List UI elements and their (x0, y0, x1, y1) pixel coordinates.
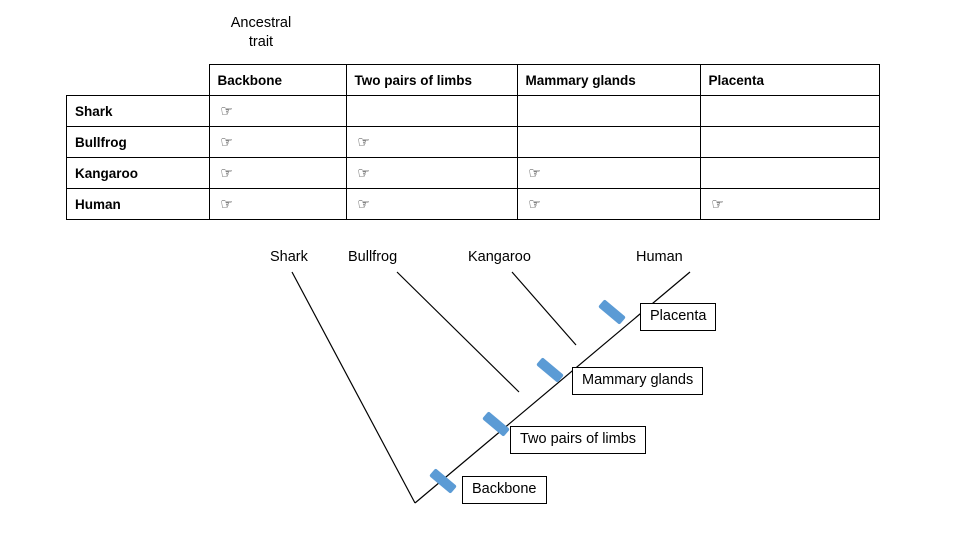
trait-cell-kangaroo-1: ☞ (345, 157, 518, 189)
trait-cell-shark-3 (699, 95, 880, 127)
table-row: Shark ☞ (66, 95, 880, 127)
trait-matrix-body: Shark☞Bullfrog☞☞Kangaroo☞☞☞Human☞☞☞☞ (66, 95, 880, 220)
trait-cell-bullfrog-3 (699, 126, 880, 158)
trait-cell-human-3: ☞ (699, 188, 880, 220)
trait-cell-bullfrog-0: ☞ (208, 126, 347, 158)
table-row-taxon-bullfrog: Bullfrog (66, 126, 210, 158)
trait-tick-mammary-glands (536, 357, 564, 383)
cladogram-branch-bullfrog (396, 271, 520, 393)
trait-cell-human-0: ☞ (208, 188, 347, 220)
taxon-label-bullfrog: Bullfrog (348, 249, 398, 265)
ancestral-trait-caption: Ancestral trait (196, 14, 326, 52)
trait-tick-backbone (429, 468, 457, 494)
cladogram-branch-kangaroo (511, 271, 577, 346)
trait-check-icon: ☞ (357, 194, 370, 213)
tick-mark-shape (598, 299, 626, 325)
trait-check-icon: ☞ (528, 194, 541, 213)
taxon-label-kangaroo: Kangaroo (468, 249, 531, 265)
taxon-label-shark: Shark (270, 249, 308, 265)
trait-cell-kangaroo-0: ☞ (208, 157, 347, 189)
table-corner-cell (66, 64, 210, 96)
column-header-mammary: Mammary glands (516, 64, 701, 96)
trait-check-icon: ☞ (357, 132, 370, 151)
table-row-taxon-shark: Shark (66, 95, 210, 127)
trait-tick-two-pairs-of-limbs (482, 411, 510, 437)
cladogram-branch-shark (291, 271, 416, 504)
trait-check-icon: ☞ (711, 194, 724, 213)
trait-cell-human-1: ☞ (345, 188, 518, 220)
trait-check-icon: ☞ (220, 194, 233, 213)
trait-cell-shark-0: ☞ (208, 95, 347, 127)
trait-check-icon: ☞ (357, 163, 370, 182)
table-row: Kangaroo☞☞☞ (66, 157, 880, 189)
trait-box-placenta: Placenta (640, 303, 717, 331)
table-row-taxon-human: Human (66, 188, 210, 220)
ancestral-trait-caption-line1: Ancestral (230, 15, 292, 31)
tick-mark-shape (482, 411, 510, 437)
trait-cell-bullfrog-1: ☞ (345, 126, 518, 158)
tick-mark-shape (429, 468, 457, 494)
trait-cell-human-2: ☞ (516, 188, 701, 220)
trait-cell-bullfrog-2 (516, 126, 701, 158)
trait-cell-kangaroo-2: ☞ (516, 157, 701, 189)
trait-check-icon: ☞ (220, 132, 233, 151)
trait-cell-kangaroo-3 (699, 157, 880, 189)
trait-check-icon: ☞ (528, 163, 541, 182)
trait-box-mammary-glands: Mammary glands (572, 367, 704, 395)
taxon-label-human: Human (636, 249, 683, 265)
trait-cell-shark-2 (516, 95, 701, 127)
ancestral-trait-caption-line2: trait (248, 34, 274, 50)
trait-tick-placenta (598, 299, 626, 325)
table-row: Bullfrog ☞ ☞ (66, 126, 880, 158)
tick-mark-shape (536, 357, 564, 383)
trait-cell-shark-1 (345, 95, 518, 127)
trait-check-icon: ☞ (220, 101, 233, 120)
table-row: Human ☞ ☞ ☞ ☞ (66, 188, 880, 220)
trait-box-two-pairs-of-limbs: Two pairs of limbs (510, 426, 647, 454)
trait-matrix-table: Backbone Two pairs of limbs Mammary glan… (66, 64, 880, 220)
trait-box-backbone: Backbone (462, 476, 547, 504)
trait-check-icon: ☞ (220, 163, 233, 182)
